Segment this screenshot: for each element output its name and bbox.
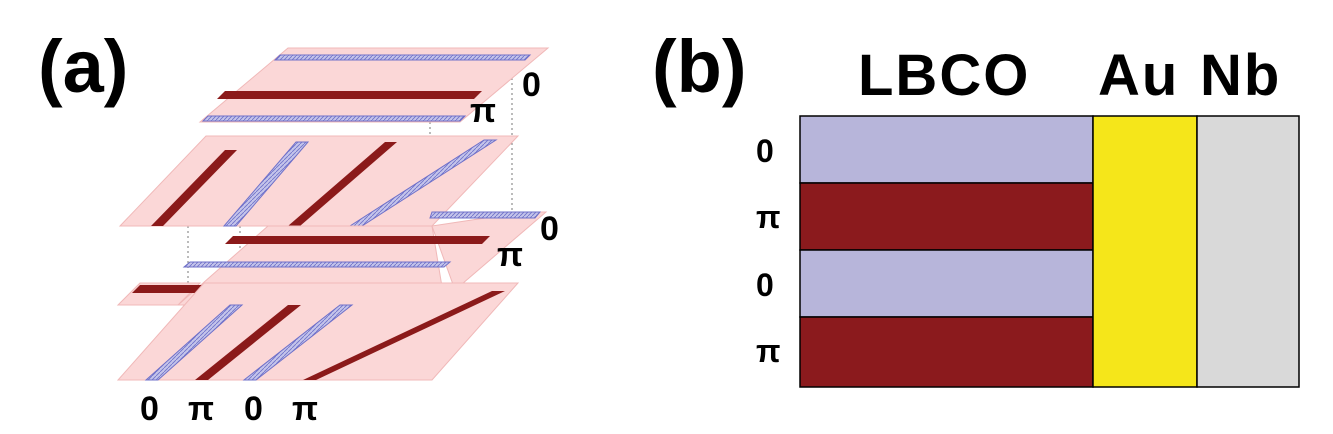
stripe-pi (303, 291, 505, 380)
stripe-zero (222, 141, 310, 227)
lbco-layer-pi (799, 316, 1094, 388)
stripe-zero (429, 211, 542, 219)
stripe-pi (288, 142, 397, 226)
phase-label-bottom-4: π (292, 390, 318, 428)
phase-label-pi: π (470, 92, 496, 130)
plane-4 (116, 282, 520, 381)
row-label-pi: π (756, 333, 781, 369)
panel-b-diagram: 0 π 0 π (756, 115, 1300, 388)
phase-label-bottom-2: π (188, 390, 214, 428)
stripe-zero (242, 304, 354, 381)
panel-a-diagram: 0 π 0 π 0 π 0 π (116, 47, 559, 428)
stripe-pi (225, 236, 490, 244)
panel-a-label: (a) (38, 25, 129, 108)
row-label-pi: π (756, 199, 781, 235)
au-layer (1092, 115, 1198, 388)
column-label-au: Au (1098, 43, 1180, 108)
stripe-pi (151, 150, 237, 226)
stripe-zero (144, 304, 244, 381)
panel-b-label: (b) (652, 25, 747, 108)
row-label-zero: 0 (756, 133, 774, 169)
stripe-pi (217, 91, 482, 99)
lbco-layers (799, 115, 1094, 388)
phase-label-bottom-3: 0 (244, 390, 263, 428)
lbco-layer-pi (799, 182, 1094, 251)
phase-label-zero: 0 (522, 66, 541, 104)
stripe-zero (201, 115, 467, 122)
column-label-nb: Nb (1200, 43, 1282, 108)
phase-label-zero: 0 (540, 210, 559, 248)
stripe-pi (195, 305, 301, 380)
stripe-zero (182, 261, 452, 268)
column-label-lbco: LBCO (858, 43, 1031, 108)
row-label-zero: 0 (756, 267, 774, 303)
plane-2 (118, 135, 520, 227)
nb-layer (1196, 115, 1300, 388)
plane-1 (198, 47, 550, 123)
phase-label-pi: π (497, 236, 523, 274)
lbco-layer-zero (799, 115, 1094, 184)
stripe-pi (132, 285, 200, 293)
phase-label-bottom-1: 0 (140, 390, 159, 428)
stripe-zero (273, 54, 532, 61)
lbco-layer-zero (799, 249, 1094, 318)
